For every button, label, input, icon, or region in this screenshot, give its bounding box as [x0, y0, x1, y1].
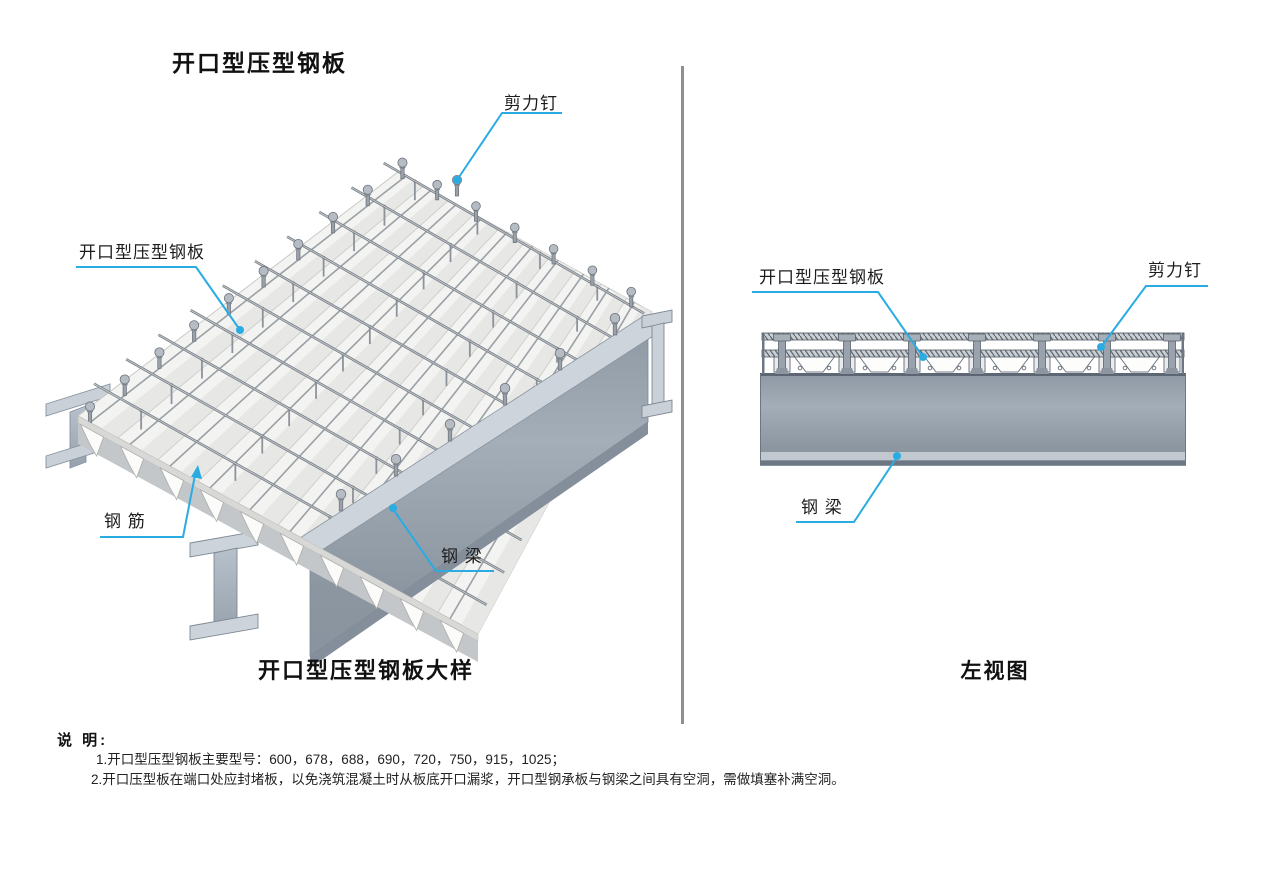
section-beam — [760, 373, 1186, 466]
label-beam-right: 钢 梁 — [801, 498, 843, 517]
left-diagram-caption: 开口型压型钢板大样 — [257, 658, 474, 683]
label-rebar-left: 钢 筋 — [104, 512, 146, 531]
label-shear-stud-left: 剪力钉 — [504, 94, 558, 113]
section-view-illustration — [760, 332, 1186, 466]
label-deck-right: 开口型压型钢板 — [759, 268, 885, 287]
right-diagram-caption: 左视图 — [960, 660, 1030, 683]
note-item-2: 2.开口压型板在端口处应封堵板，以免浇筑混凝土时从板底开口漏浆，开口型钢承板与钢… — [91, 772, 845, 787]
note-item-1: 1.开口型压型钢板主要型号：600，678，688，690，720，750，91… — [96, 752, 565, 767]
leader-lines — [76, 112, 1208, 572]
label-beam-left: 钢 梁 — [441, 547, 483, 566]
label-deck-left: 开口型压型钢板 — [79, 243, 205, 262]
vertical-divider — [681, 66, 684, 724]
isometric-deck-illustration — [45, 157, 673, 668]
deck-front-rib-profile — [77, 415, 479, 662]
beam-line-studs — [335, 312, 621, 512]
page-title: 开口型压型钢板 — [172, 50, 347, 76]
notes-heading: 说 明: — [57, 732, 109, 749]
shear-studs — [85, 157, 636, 423]
label-shear-stud-right: 剪力钉 — [1148, 261, 1202, 280]
